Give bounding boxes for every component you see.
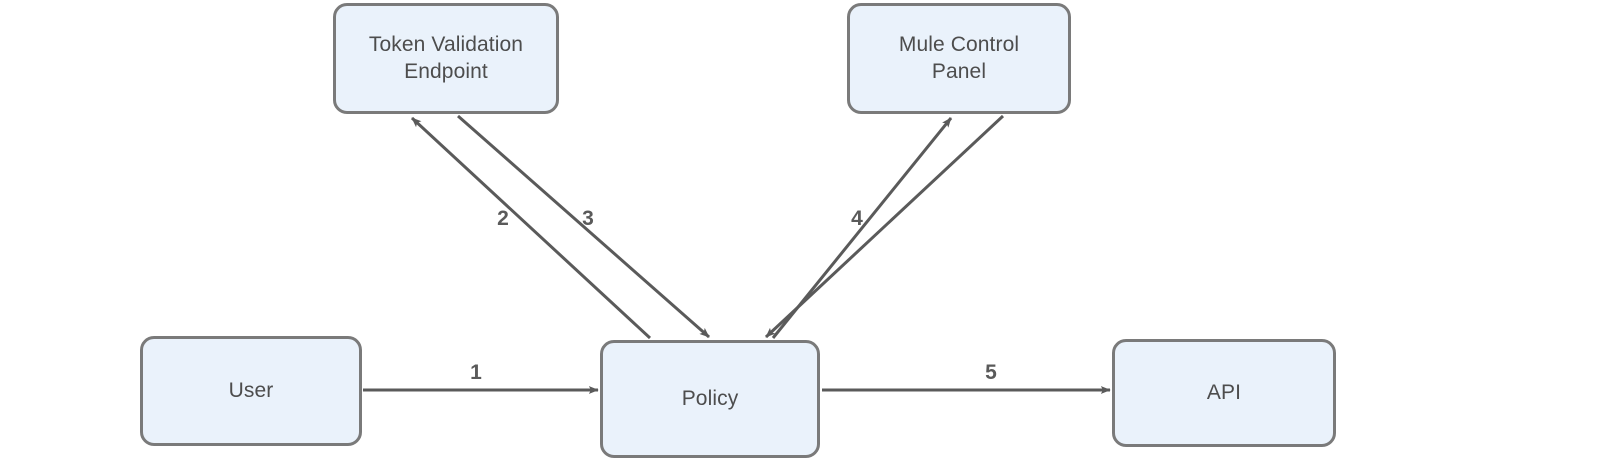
- edge-line-2: [410, 116, 652, 340]
- node-policy[interactable]: Policy: [600, 340, 820, 458]
- node-label-mule-control-panel: Mule Control Panel: [898, 32, 1020, 83]
- edge-label-2: 2: [497, 207, 509, 230]
- node-label-policy: Policy: [681, 386, 739, 410]
- edge-label-5: 5: [985, 361, 997, 384]
- node-label-api: API: [1206, 380, 1242, 404]
- edge-label-1: 1: [470, 361, 482, 384]
- edge-line-4-return: [764, 114, 1005, 339]
- node-label-user: User: [228, 378, 274, 402]
- node-mule-control-panel[interactable]: Mule Control Panel: [847, 3, 1071, 114]
- node-user[interactable]: User: [140, 336, 362, 446]
- node-api[interactable]: API: [1112, 339, 1336, 447]
- edge-label-4: 4: [851, 207, 863, 230]
- node-token-validation-endpoint[interactable]: Token Validation Endpoint: [333, 3, 559, 114]
- node-label-token-validation-endpoint: Token Validation Endpoint: [368, 32, 524, 83]
- edge-label-3: 3: [582, 207, 594, 230]
